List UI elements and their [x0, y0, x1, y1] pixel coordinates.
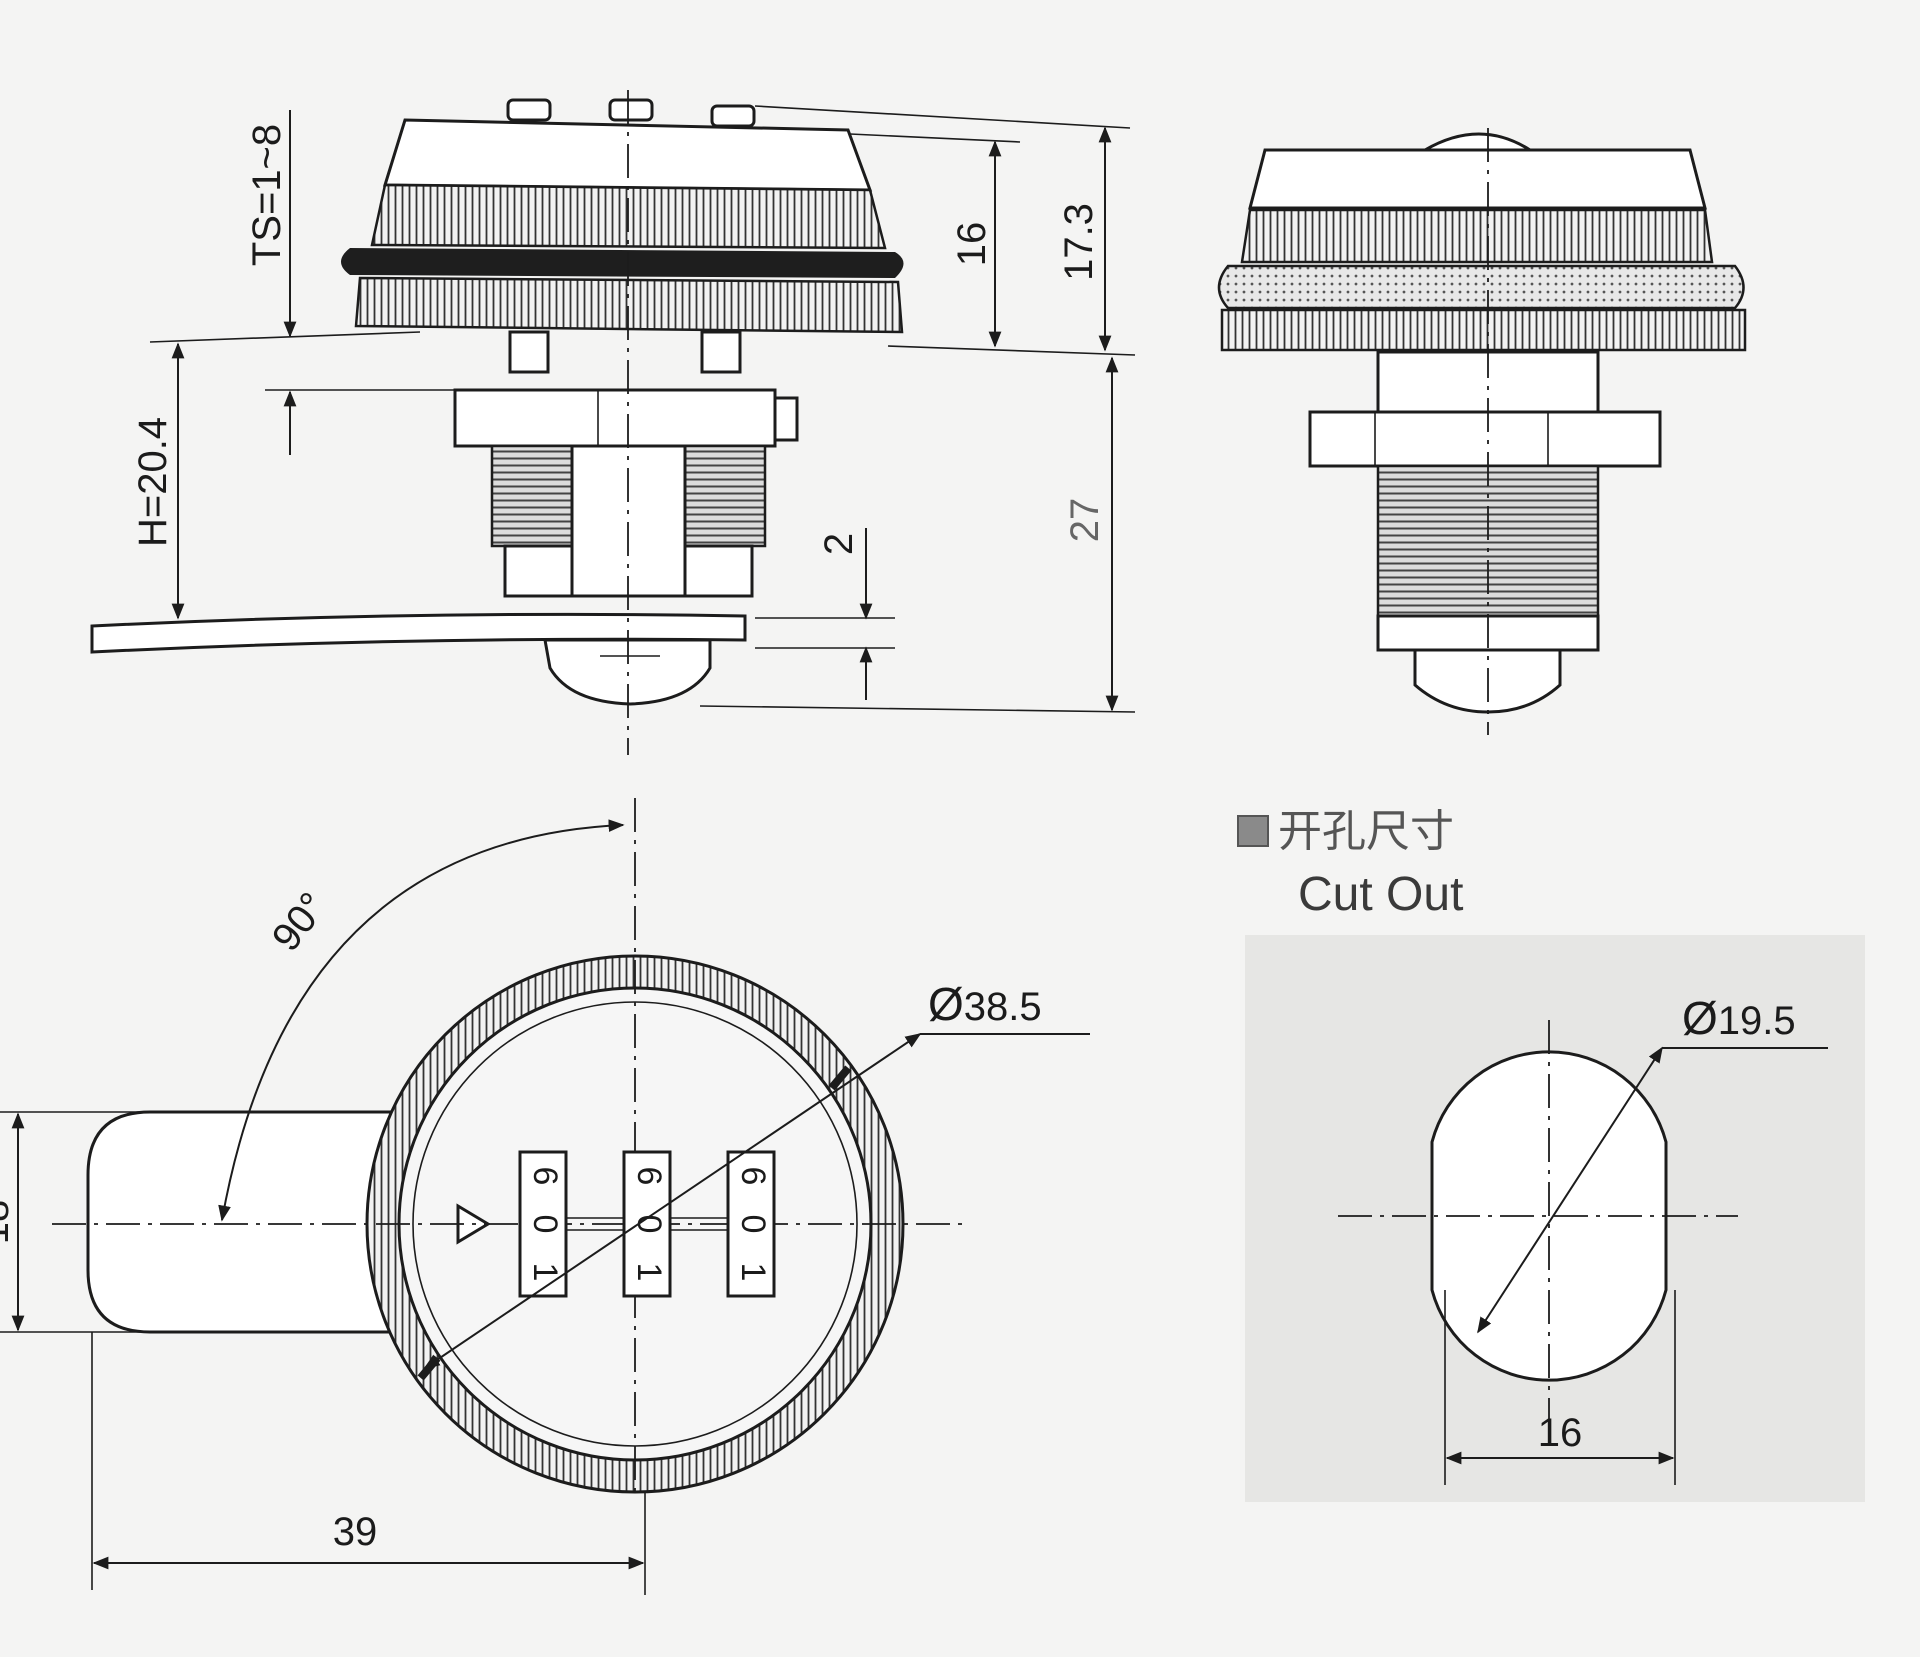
- wheel-digit: 6: [734, 1167, 772, 1186]
- h-label: H=20.4: [131, 417, 175, 547]
- ts-label: TS=1~8: [245, 124, 289, 266]
- wheel-digit: 6: [526, 1167, 564, 1186]
- top-pin: [608, 98, 654, 122]
- diameter-symbol: Ø: [1682, 992, 1718, 1044]
- thread-left: [490, 444, 574, 548]
- pin-shaft: [700, 330, 742, 374]
- dim-2-label: 2: [817, 533, 861, 555]
- cutout-title-cn: 开孔尺寸: [1278, 807, 1454, 856]
- wheel-digit: 0: [734, 1215, 772, 1234]
- rotation-arc: [218, 819, 625, 1222]
- top-view: 6 0 1 6 0 1 6 0 1 90° Ø38.5 18: [0, 798, 1090, 1595]
- knurl-ring-upper: [1240, 208, 1714, 264]
- dial-wheel[interactable]: 6 0 1: [726, 1150, 776, 1298]
- black-band: [341, 248, 904, 278]
- side-view: 16 17.3 27 2 TS=1~8 H=20.4: [90, 90, 1136, 755]
- wheel-digit: 1: [630, 1263, 668, 1282]
- thread-right: [683, 444, 767, 548]
- diameter-symbol: Ø: [928, 978, 964, 1030]
- angle-label: 90°: [264, 885, 336, 960]
- diameter-value: 19.5: [1718, 999, 1796, 1043]
- wheel-digit: 6: [630, 1167, 668, 1186]
- hex-nut: [453, 388, 777, 448]
- wheel-digit: 1: [734, 1263, 772, 1282]
- dial-wheel[interactable]: 6 0 1: [518, 1150, 568, 1298]
- nut-tab: [773, 396, 799, 442]
- cam-tongue: [86, 1110, 402, 1334]
- dim-27-label: 27: [1063, 498, 1107, 543]
- rotated-side-view: [1217, 128, 1747, 735]
- grey-band: [1217, 264, 1745, 310]
- top-pin: [506, 98, 552, 122]
- wheel-digit: 0: [526, 1215, 564, 1234]
- cutout-title-en: Cut Out: [1298, 868, 1463, 921]
- cam-plate: [90, 612, 747, 654]
- cutout-diameter-label: Ø19.5: [1682, 992, 1796, 1044]
- dial-wheel[interactable]: 6 0 1: [622, 1150, 672, 1298]
- hex-nut: [1308, 410, 1662, 468]
- knurl-ring-lower: [1220, 308, 1747, 352]
- pin-shaft: [508, 330, 550, 374]
- knob-dome: [1419, 132, 1536, 152]
- diameter-value: 38.5: [964, 985, 1042, 1029]
- legend-square: [1237, 815, 1269, 847]
- dial-diameter-label: Ø38.5: [928, 978, 1042, 1030]
- cutout-width-label: 16: [1538, 1411, 1583, 1455]
- top-pin: [710, 104, 756, 128]
- cam-width-label: 18: [0, 1200, 17, 1245]
- knurl-ring-lower: [354, 276, 904, 334]
- cutout-section: 开孔尺寸 Cut Out Ø19.5 16: [1237, 807, 1865, 1502]
- width-39-label: 39: [333, 1510, 378, 1554]
- knob-cap: [1248, 148, 1707, 210]
- dim-16-label: 16: [950, 222, 994, 267]
- dim-17-3-label: 17.3: [1057, 203, 1101, 281]
